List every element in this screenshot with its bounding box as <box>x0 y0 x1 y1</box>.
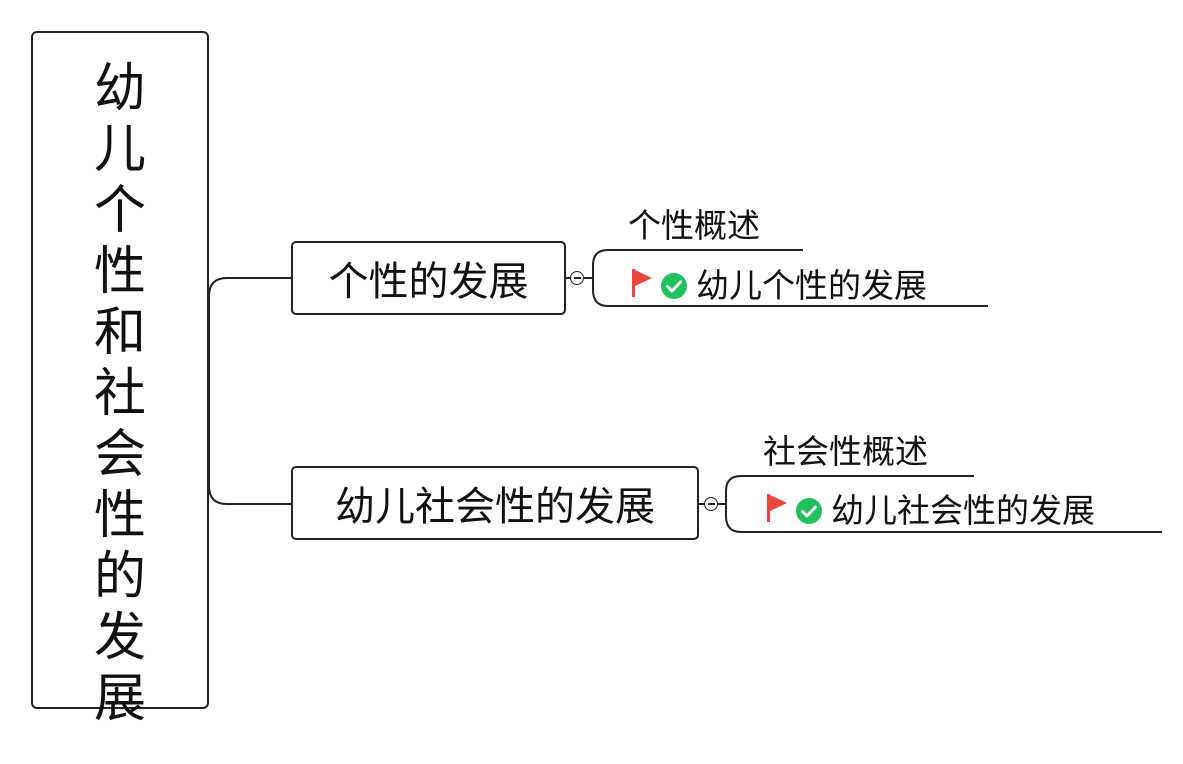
root-topic-label: 幼儿个性和社会性的发展 <box>93 59 146 729</box>
branch-topic-label: 个性的发展 <box>328 259 529 305</box>
green-check-icon <box>660 269 688 299</box>
red-flag-icon <box>630 267 654 299</box>
branch-topic-sociality[interactable]: 幼儿社会性的发展 <box>291 466 699 540</box>
connector-root-branch-0 <box>208 277 291 370</box>
branch-topic-personality[interactable]: 个性的发展 <box>291 241 566 315</box>
leaf-topic-personality[interactable]: 幼儿个性的发展 <box>630 263 927 305</box>
connector-root-branch-1 <box>208 370 291 505</box>
leaf-topic-label: 幼儿社会性的发展 <box>831 491 1095 530</box>
green-check-icon <box>795 494 823 524</box>
note-title-sociality: 社会性概述 <box>763 432 928 471</box>
collapse-toggle-icon[interactable] <box>570 271 584 285</box>
root-topic[interactable]: 幼儿个性和社会性的发展 <box>31 31 209 729</box>
branch-topic-label: 幼儿社会性的发展 <box>335 484 655 530</box>
leaf-topic-label: 幼儿个性的发展 <box>696 266 927 305</box>
note-title-personality: 个性概述 <box>628 206 760 245</box>
leaf-topic-sociality[interactable]: 幼儿社会性的发展 <box>765 488 1095 530</box>
red-flag-icon <box>765 492 789 524</box>
collapse-toggle-icon[interactable] <box>704 497 718 511</box>
